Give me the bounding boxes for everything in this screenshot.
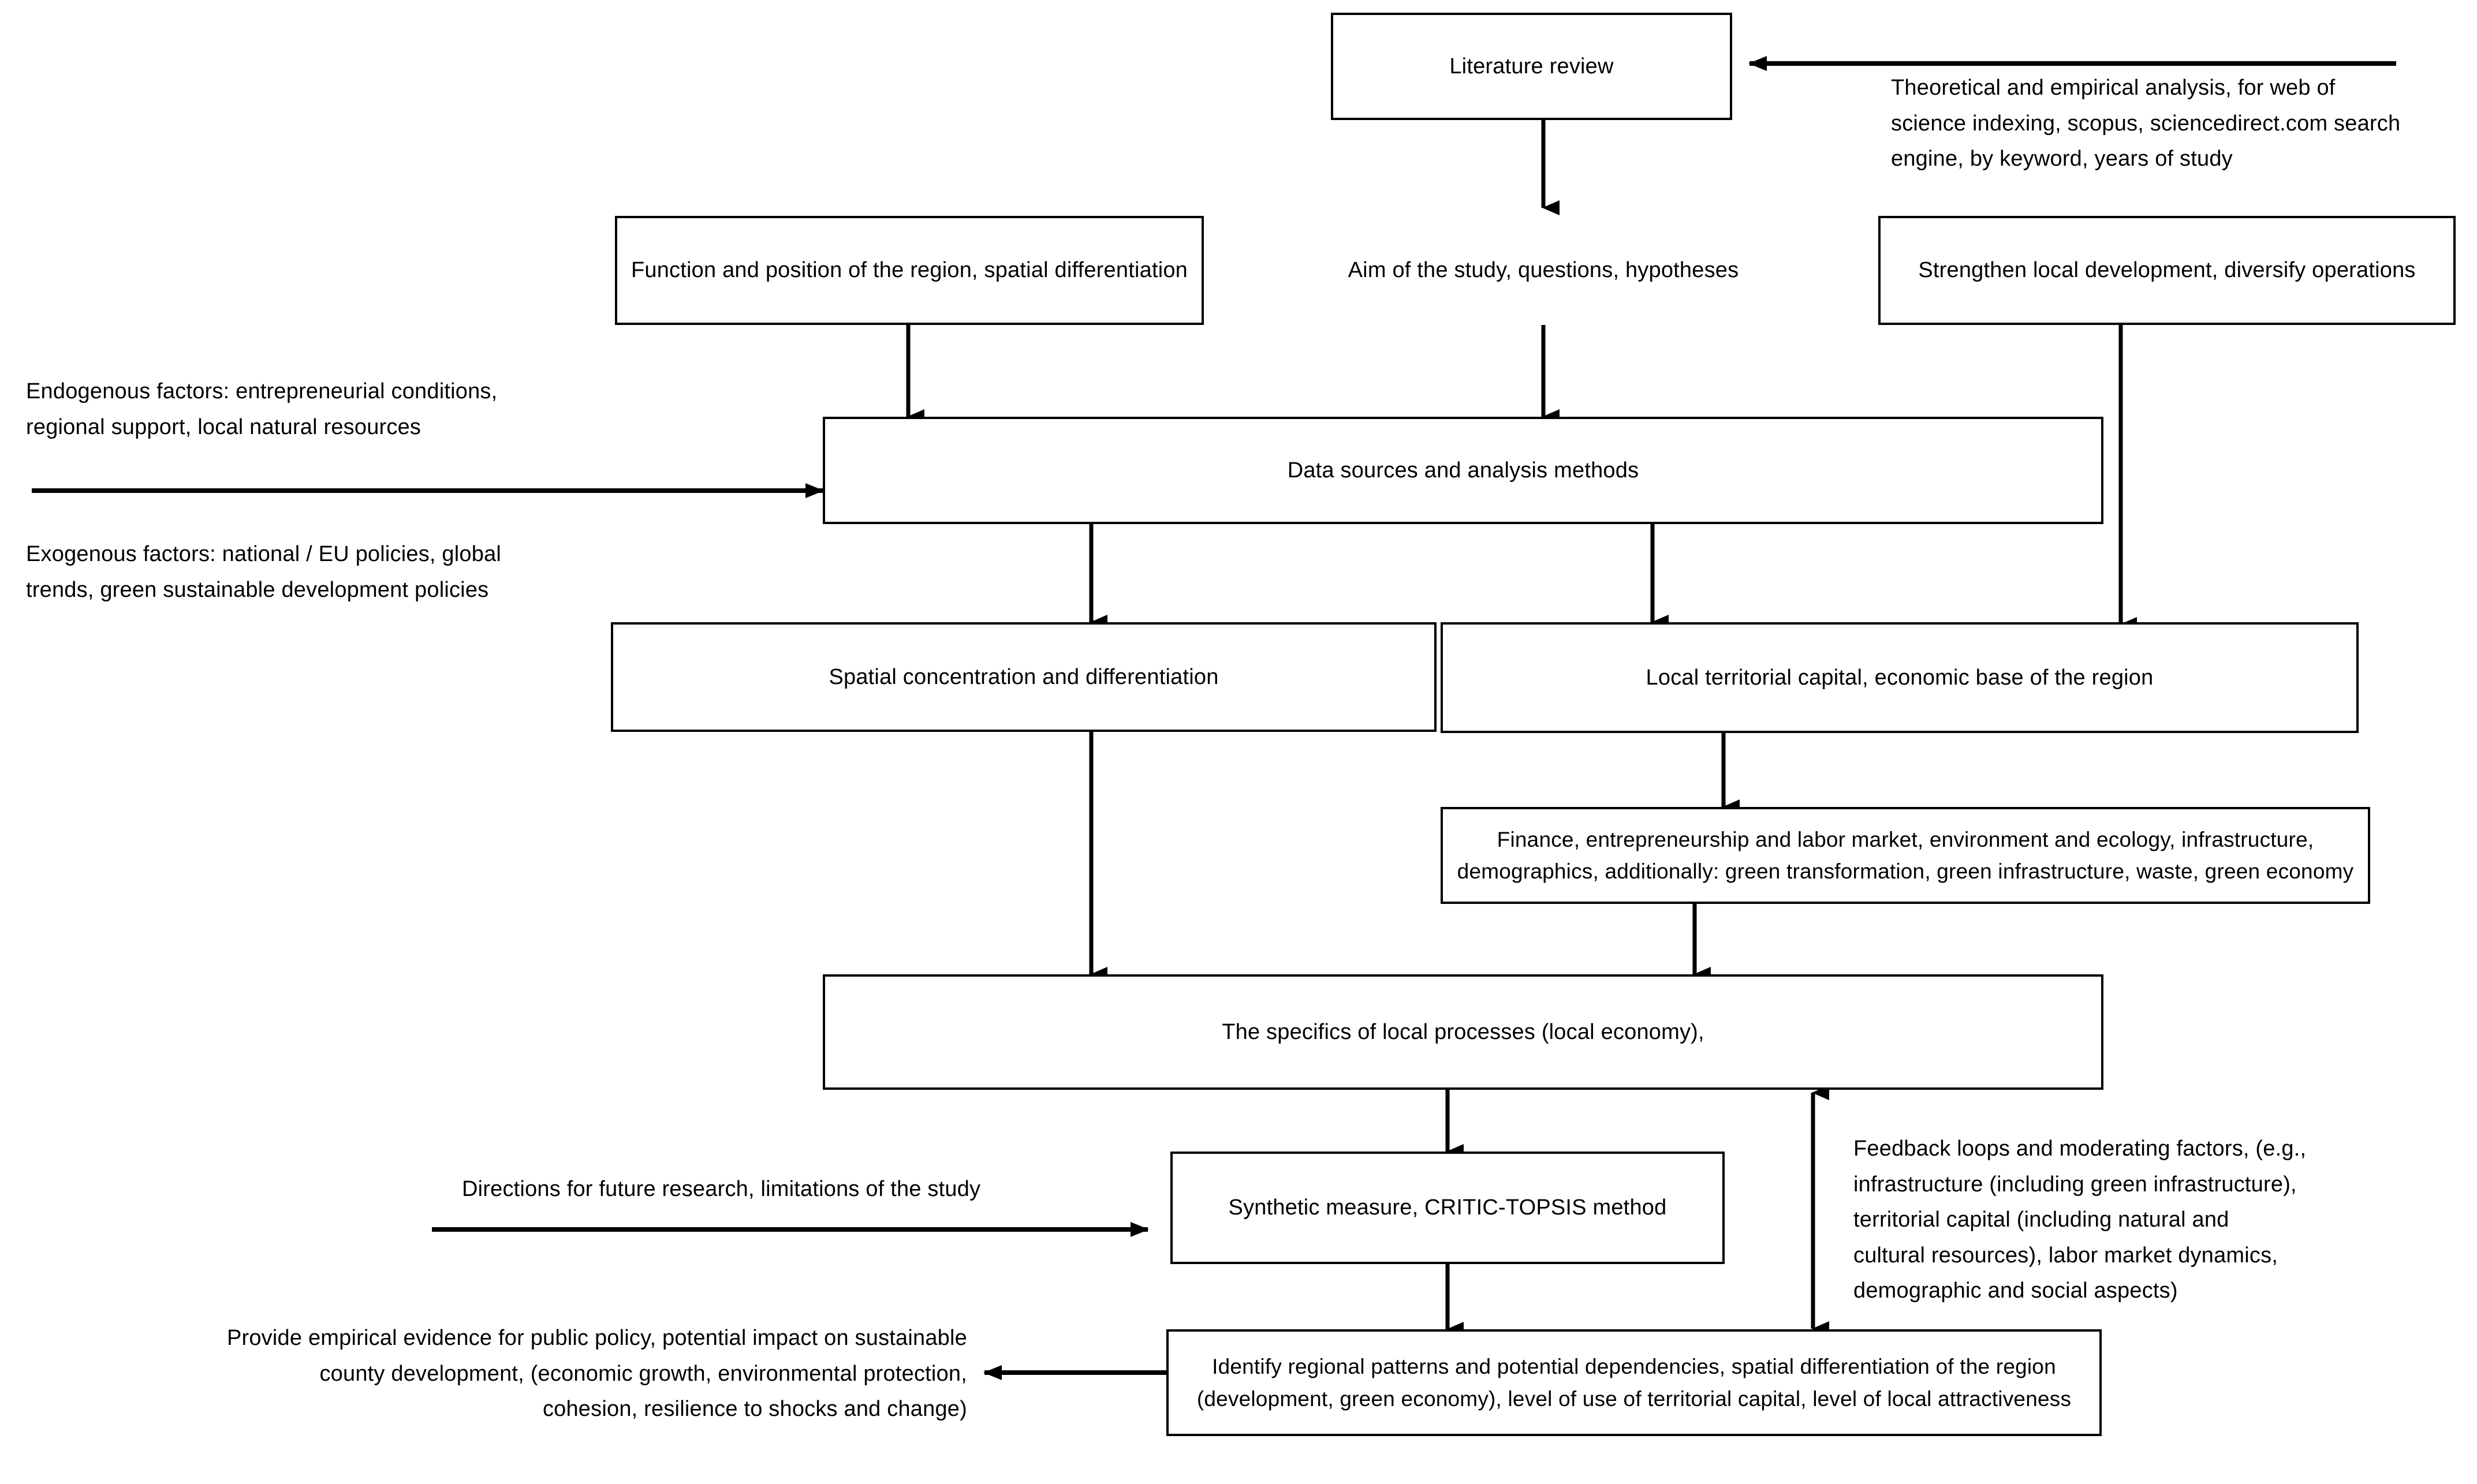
note-provide-empirical-evidence: Provide empirical evidence for public po… <box>226 1326 967 1422</box>
box-spatial-concentration[interactable]: Spatial concentration and differentiatio… <box>611 622 1437 732</box>
note-exogenous-factors: Exogenous factors: national / EU policie… <box>26 542 502 602</box>
note-directions-for-future-research: Directions for future research, limitati… <box>462 1177 981 1201</box>
box-aim-of-the-study-text[interactable]: Aim of the study, questions, hypotheses <box>1252 216 1835 325</box>
box-finance-entrepreneurship[interactable]: Finance, entrepreneurship and labor mark… <box>1441 807 2370 904</box>
note-theoretical-and-empirical-analysis: Theoretical and empirical analysis, for … <box>1891 76 2401 171</box>
box-specifics-of-local-processes[interactable]: The specifics of local processes (local … <box>823 974 2103 1090</box>
note-endogenous-factors: Endogenous factors: entrepreneurial cond… <box>26 379 498 439</box>
box-data-sources-and-analysis-methods[interactable]: Data sources and analysis methods <box>823 417 2103 524</box>
box-local-territorial-capital[interactable]: Local territorial capital, economic base… <box>1441 622 2359 733</box>
box-identify-regional-patterns[interactable]: Identify regional patterns and potential… <box>1166 1329 2102 1436</box>
box-literature-review[interactable]: Literature review <box>1331 13 1732 120</box>
box-synthetic-measure[interactable]: Synthetic measure, CRITIC-TOPSIS method <box>1170 1152 1725 1264</box>
note-feedback-loops: Feedback loops and moderating factors, (… <box>1853 1137 2307 1303</box>
box-function-and-position[interactable]: Function and position of the region, spa… <box>615 216 1204 325</box>
box-strengthen-local-development[interactable]: Strengthen local development, diversify … <box>1878 216 2456 325</box>
